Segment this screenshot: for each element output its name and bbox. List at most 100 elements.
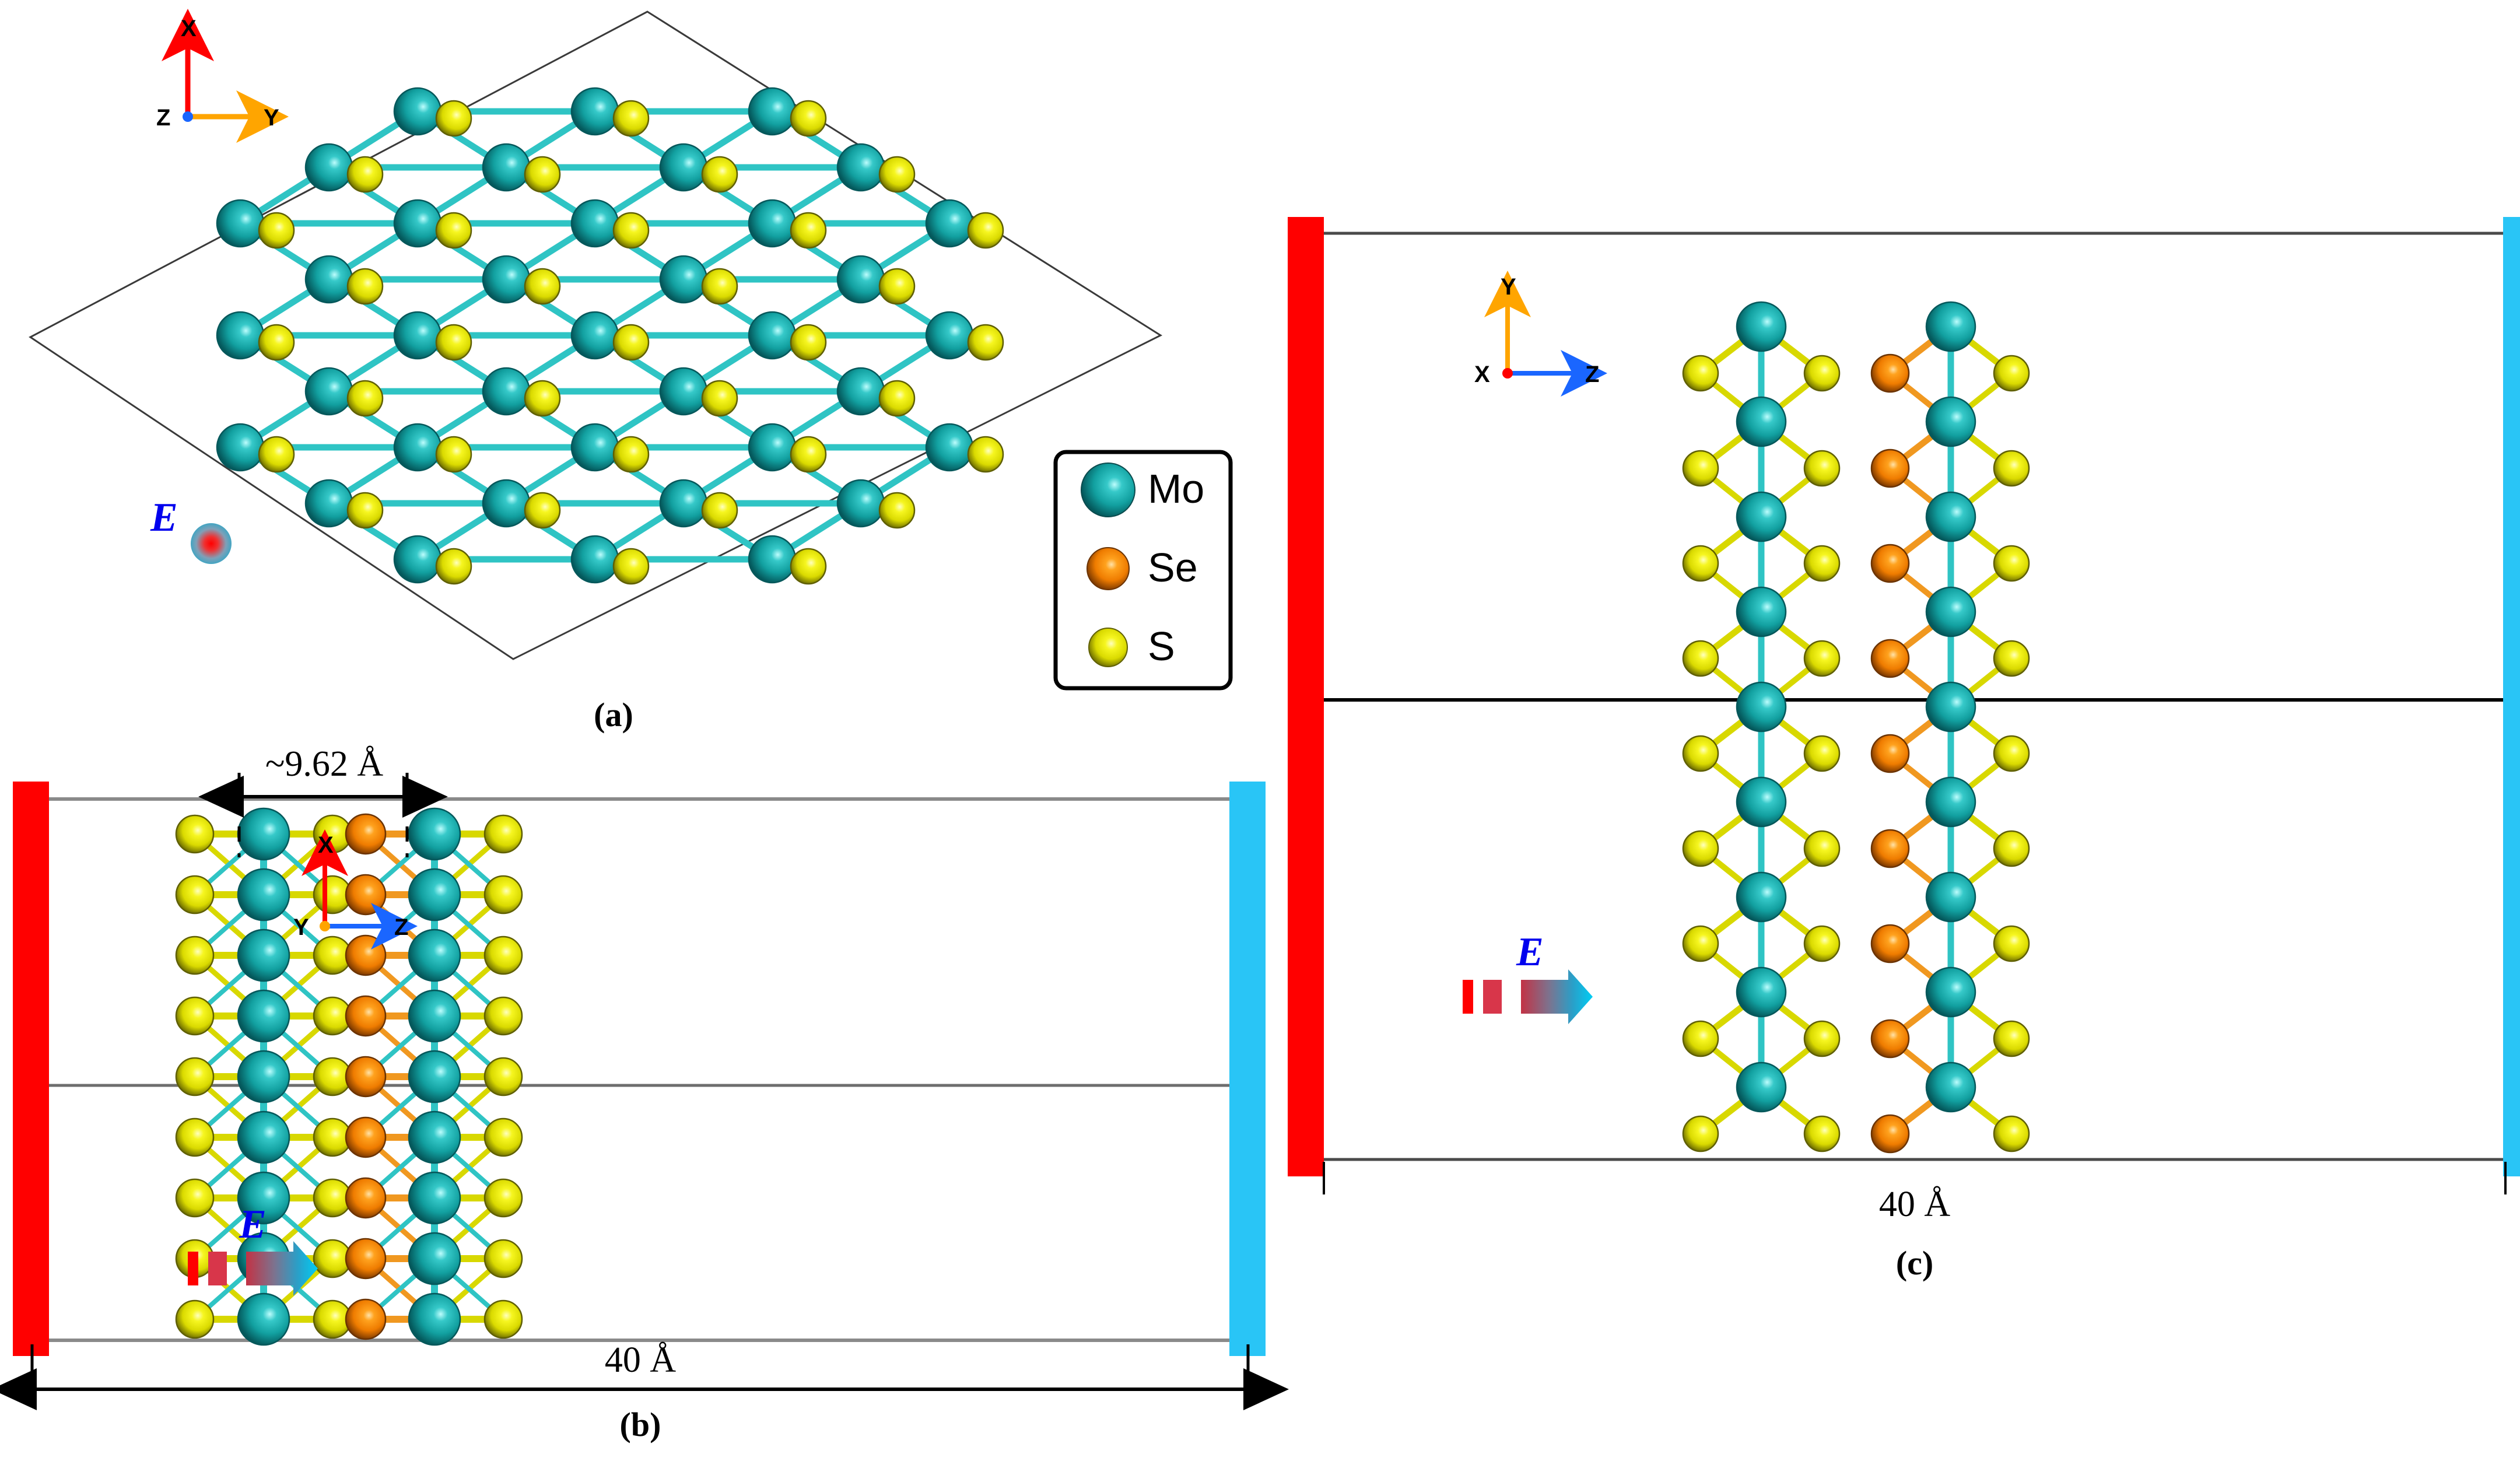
- panel-c-axis-right-label: Z: [1585, 362, 1599, 387]
- atom-s: [967, 324, 1004, 361]
- atom-s: [1682, 1020, 1719, 1057]
- atom-s: [175, 1057, 215, 1096]
- panel-a-axis-right-label: Y: [264, 105, 279, 131]
- atom-s: [1803, 450, 1841, 487]
- atom-se: [1870, 924, 1910, 964]
- atom-s: [346, 380, 384, 417]
- panel-b-efield: E: [188, 1202, 318, 1296]
- atom-s: [1993, 640, 2030, 677]
- atom-s: [612, 324, 650, 361]
- atom-s: [435, 212, 472, 249]
- atom-mo: [1925, 396, 1976, 447]
- atom-mo: [1736, 301, 1787, 352]
- atom-se: [345, 995, 387, 1037]
- panel-a-label: (a): [594, 696, 633, 734]
- panel-b-efield-bar-2: [208, 1252, 227, 1285]
- panel-c-cellwidth-dimension: 40 Å: [1323, 1162, 2507, 1224]
- atom-s: [1682, 830, 1719, 867]
- atom-se: [345, 934, 387, 976]
- atom-mo: [482, 479, 531, 528]
- atom-s: [435, 436, 472, 473]
- panel-b: ~9.62 Å X Z Y E 40 Å (b): [0, 744, 1289, 1444]
- panel-b-efield-arrow: [246, 1241, 318, 1296]
- legend-label-s: S: [1148, 623, 1175, 669]
- atom-mo: [237, 1110, 290, 1164]
- atom-mo: [408, 929, 461, 982]
- panel-b-slab-mosse: [345, 807, 523, 1346]
- atom-s: [612, 100, 650, 137]
- atom-s: [701, 492, 738, 529]
- panel-b-cellwidth-label: 40 Å: [605, 1340, 677, 1380]
- atom-mo: [925, 423, 974, 472]
- atom-se: [1870, 449, 1910, 488]
- atom-s: [346, 492, 384, 529]
- atom-mo: [237, 989, 290, 1043]
- atom-mo: [1736, 491, 1787, 542]
- atom-mo: [1736, 396, 1787, 447]
- atom-s: [1682, 355, 1719, 392]
- atom-s: [483, 1178, 523, 1218]
- atom-s: [346, 268, 384, 305]
- atom-s: [1993, 925, 2030, 962]
- atom-s: [524, 156, 561, 193]
- atom-mo: [408, 1171, 461, 1225]
- atom-s: [612, 548, 650, 585]
- atom-mo: [1925, 776, 1976, 828]
- panel-c-efield-bar-2: [1483, 980, 1502, 1014]
- atom-mo: [216, 423, 265, 472]
- atom-mo: [237, 1171, 290, 1225]
- atom-mo: [393, 87, 442, 136]
- atom-se: [345, 1116, 387, 1158]
- atom-s: [483, 1117, 523, 1157]
- atom-s: [878, 380, 916, 417]
- atom-se: [345, 874, 387, 916]
- atom-mo: [393, 423, 442, 472]
- atom-se: [1870, 734, 1910, 773]
- panel-c-efield-arrow: [1521, 969, 1593, 1024]
- atom-mo: [408, 807, 461, 861]
- atom-mo: [408, 1110, 461, 1164]
- atom-mo: [659, 143, 708, 192]
- atom-s: [175, 936, 215, 975]
- atom-s: [175, 996, 215, 1036]
- atom-mo: [393, 311, 442, 360]
- panel-b-electrode-left: [13, 782, 49, 1356]
- panel-c-efield: E: [1463, 930, 1593, 1024]
- atom-se: [1870, 1114, 1910, 1154]
- atom-se: [1870, 829, 1910, 868]
- panel-b-interlayer-label: ~9.62 Å: [265, 744, 384, 784]
- atom-s: [483, 1239, 523, 1278]
- atom-mo: [237, 929, 290, 982]
- panel-a-efield-label: E: [150, 495, 178, 540]
- panel-b-electrode-right: [1229, 782, 1266, 1356]
- atom-mo: [836, 367, 885, 416]
- panel-a-axis-up-label: X: [181, 16, 197, 41]
- atom-mo: [237, 1292, 290, 1346]
- atom-mo: [304, 367, 353, 416]
- legend-swatch-s: [1088, 628, 1128, 667]
- atom-s: [1803, 640, 1841, 677]
- atom-mo: [925, 311, 974, 360]
- atom-s: [701, 156, 738, 193]
- atom-se: [1870, 1019, 1910, 1059]
- atom-s: [1993, 1020, 2030, 1057]
- atom-s: [1803, 830, 1841, 867]
- atom-s: [878, 492, 916, 529]
- atom-s: [1682, 925, 1719, 962]
- atom-mo: [237, 807, 290, 861]
- atom-mo: [1925, 491, 1976, 542]
- panel-c-efield-bar-1: [1463, 980, 1473, 1014]
- atom-mo: [1736, 871, 1787, 923]
- atom-s: [483, 814, 523, 854]
- panel-b-slab-mos2: [175, 807, 352, 1346]
- atom-mo: [659, 479, 708, 528]
- atom-mo: [408, 1232, 461, 1285]
- atom-s: [175, 1117, 215, 1157]
- atom-mo: [570, 535, 619, 584]
- panel-b-axis-right-label: Z: [394, 915, 408, 940]
- panel-c-electrode-right: [2503, 217, 2520, 1176]
- atom-s: [1993, 450, 2030, 487]
- atom-s: [483, 996, 523, 1036]
